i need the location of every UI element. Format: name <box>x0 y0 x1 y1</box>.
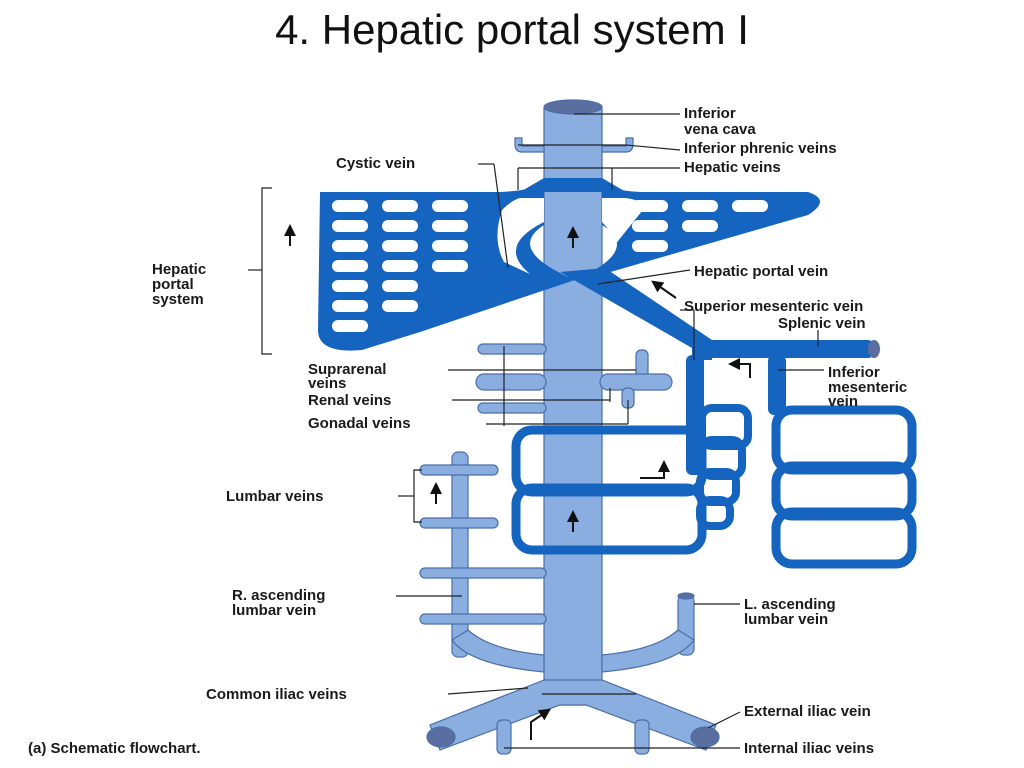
page-title: 4. Hepatic portal system I <box>275 6 749 53</box>
im-loop-1 <box>771 405 917 475</box>
label-hps-2: portal <box>152 276 194 293</box>
right-external-iliac-end <box>426 726 456 748</box>
label-im-3: vein <box>828 393 858 410</box>
common-iliac-veins <box>429 679 717 751</box>
leader-lines <box>396 113 824 749</box>
label-lumbar-veins: Lumbar veins <box>226 488 324 505</box>
lumbar-branch-2 <box>419 517 499 529</box>
splenic-vein <box>692 340 874 358</box>
label-hepatic-veins: Hepatic veins <box>684 159 781 176</box>
lumbar-branch-3 <box>419 567 547 579</box>
brackets <box>248 187 422 523</box>
label-hps-3: system <box>152 291 204 308</box>
flow-arrows <box>284 224 751 740</box>
left-renal-vein <box>599 373 673 391</box>
label-l-ascending-2: lumbar vein <box>744 611 828 628</box>
label-suprarenal-1: Suprarenal <box>308 361 386 378</box>
label-suprarenal-2: veins <box>308 375 346 392</box>
label-splenic-vein: Splenic vein <box>778 315 866 332</box>
inferior-mesenteric-vein <box>768 355 786 415</box>
right-internal-iliac-vein <box>496 719 512 755</box>
label-hepatic-portal-vein: Hepatic portal vein <box>694 263 828 280</box>
side-loop-1 <box>698 404 752 450</box>
label-cystic-vein: Cystic vein <box>336 155 415 172</box>
cystic-vein <box>498 264 528 282</box>
ivc-top-opening <box>543 99 603 115</box>
right-suprarenal-vein <box>477 343 547 355</box>
label-l-ascending-1: L. ascending <box>744 596 836 613</box>
systemic-veins <box>419 99 720 755</box>
right-ascending-lumbar-vein <box>451 451 469 658</box>
label-r-ascending-2: lumbar vein <box>232 602 316 619</box>
label-im-2: mesenteric <box>828 379 907 396</box>
labels: Inferior vena cava Inferior phrenic vein… <box>28 105 907 757</box>
hepatic-portal-vein <box>560 268 712 360</box>
right-renal-vein <box>475 373 547 391</box>
label-common-iliac: Common iliac veins <box>206 686 347 703</box>
lumbar-branch-1 <box>419 464 499 476</box>
label-internal-iliac: Internal iliac veins <box>744 740 874 757</box>
label-external-iliac: External iliac vein <box>744 703 871 720</box>
right-inferior-phrenic-vein <box>514 137 545 153</box>
label-gonadal-veins: Gonadal veins <box>308 415 411 432</box>
right-gonadal-vein <box>477 402 547 414</box>
left-internal-iliac-vein <box>634 719 650 755</box>
inferior-vena-cava <box>543 104 603 706</box>
im-loop-3 <box>771 507 917 569</box>
label-ivc-2: vena cava <box>684 121 756 138</box>
left-external-iliac-end <box>690 726 720 748</box>
label-r-ascending-1: R. ascending <box>232 587 325 604</box>
side-loop-4 <box>696 496 734 530</box>
left-inferior-phrenic-vein <box>601 137 634 153</box>
label-ivc-1: Inferior <box>684 105 736 122</box>
label-inferior-phrenic: Inferior phrenic veins <box>684 140 837 157</box>
left-ascending-lumbar-join <box>601 629 695 673</box>
label-im-1: Inferior <box>828 364 880 381</box>
hepatic-veins <box>520 178 626 192</box>
label-renal-veins: Renal veins <box>308 392 391 409</box>
label-hps-1: Hepatic <box>152 261 206 278</box>
figure-caption: (a) Schematic flowchart. <box>28 740 201 757</box>
right-ascending-lumbar-join <box>451 629 545 673</box>
lumbar-branch-4 <box>419 613 547 625</box>
label-superior-mesenteric: Superior mesenteric vein <box>684 298 863 315</box>
liver-sinusoids <box>332 198 768 332</box>
